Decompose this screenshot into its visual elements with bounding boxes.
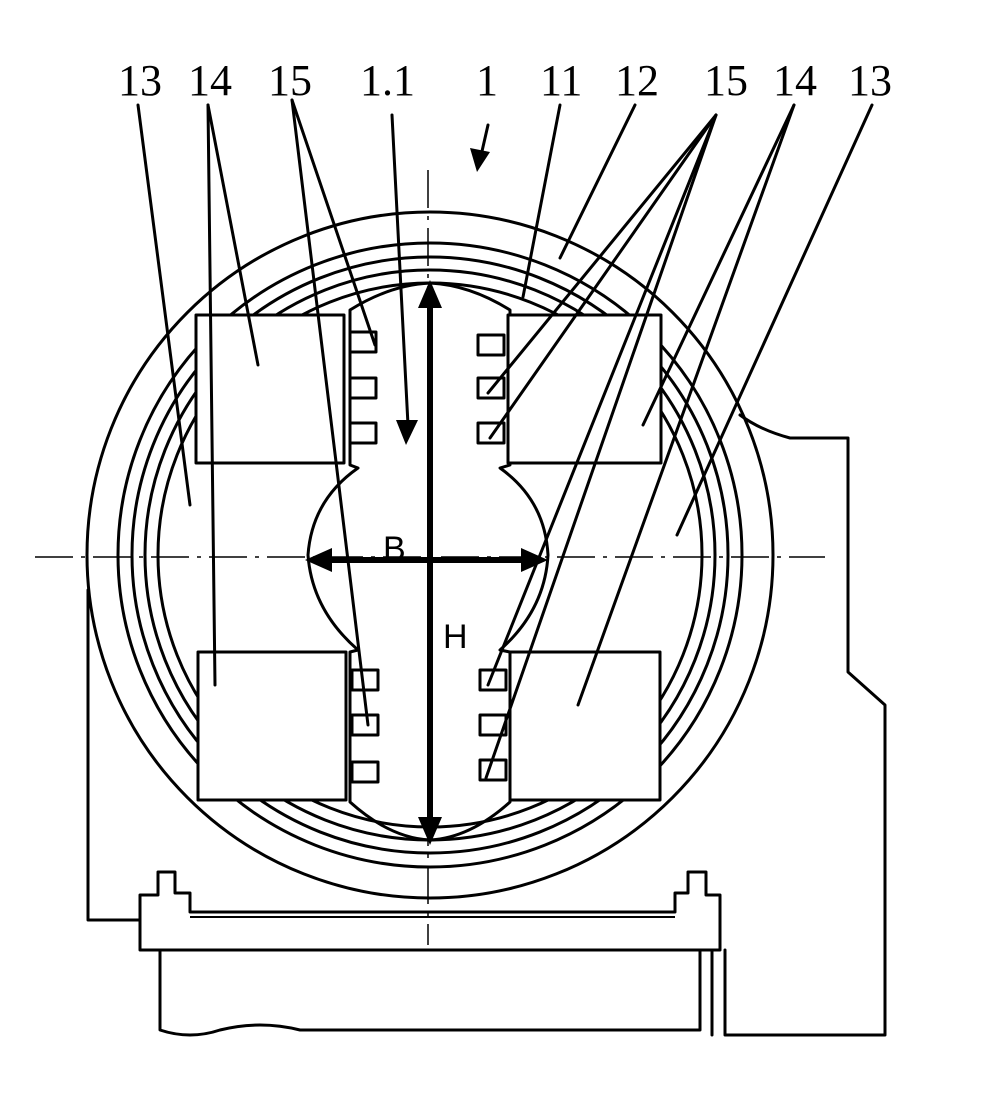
base-block: [160, 950, 700, 1035]
width-dimension: [305, 548, 548, 572]
elements-bottom-left: [352, 670, 378, 782]
dimension-label-h: H: [443, 618, 468, 656]
label-14-left: 14: [188, 56, 232, 105]
label-14-right: 14: [773, 56, 817, 105]
housing-left-wall: [88, 590, 140, 920]
label-1-1: 1.1: [360, 56, 415, 105]
label-13-left: 13: [118, 56, 162, 105]
label-12: 12: [615, 56, 659, 105]
dimension-label-b: B: [383, 530, 406, 568]
label-15-right: 15: [704, 56, 748, 105]
base-plate: [140, 872, 720, 950]
elements-bottom-right: [480, 670, 506, 780]
elements-top-left: [350, 332, 376, 443]
label-13-right: 13: [848, 56, 892, 105]
label-11: 11: [540, 56, 582, 105]
coil-block-bottom-right: [510, 652, 660, 800]
label-15-left: 15: [268, 56, 312, 105]
housing-outline: [725, 415, 885, 1035]
coil-block-bottom-left: [198, 652, 346, 800]
label-1: 1: [476, 56, 498, 105]
